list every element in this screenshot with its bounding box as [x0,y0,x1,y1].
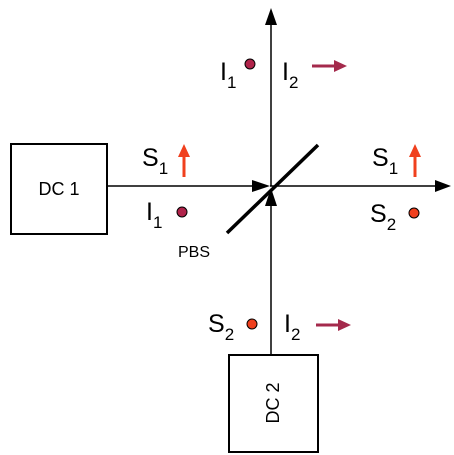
pbs-mirror [225,143,320,235]
label-i2-top: I2 [282,58,298,92]
signal-polarization-arrow-right [409,144,421,177]
label-i1-top: I1 [220,58,236,92]
idler-dot-top [244,58,256,70]
label-i1-left: I1 [146,198,162,232]
dc2-box [228,354,319,453]
signal-dot-right [408,207,420,219]
arrowhead-into-pbs-horizontal [252,180,270,192]
idler-polarization-arrow-bottom [316,319,351,331]
arrowhead-into-pbs-vertical [265,188,277,206]
label-s2-bottom: S2 [208,310,234,344]
arrowhead-output-up [265,8,277,25]
dc1-box [10,143,108,235]
arrowhead-output-right [435,180,451,192]
dc2-label: DC 2 [263,382,283,423]
label-s1-right: S1 [372,144,398,178]
signal-dot-bottom [246,318,258,330]
signal-polarization-arrow-left [178,144,190,177]
label-i2-bottom: I2 [284,310,300,344]
label-s1-left: S1 [142,144,168,178]
pbs-label: PBS [178,244,210,261]
label-s2-right: S2 [370,200,396,234]
dc1-label: DC 1 [38,179,79,199]
idler-polarization-arrow-top [312,60,347,72]
idler-dot-left [176,206,188,218]
